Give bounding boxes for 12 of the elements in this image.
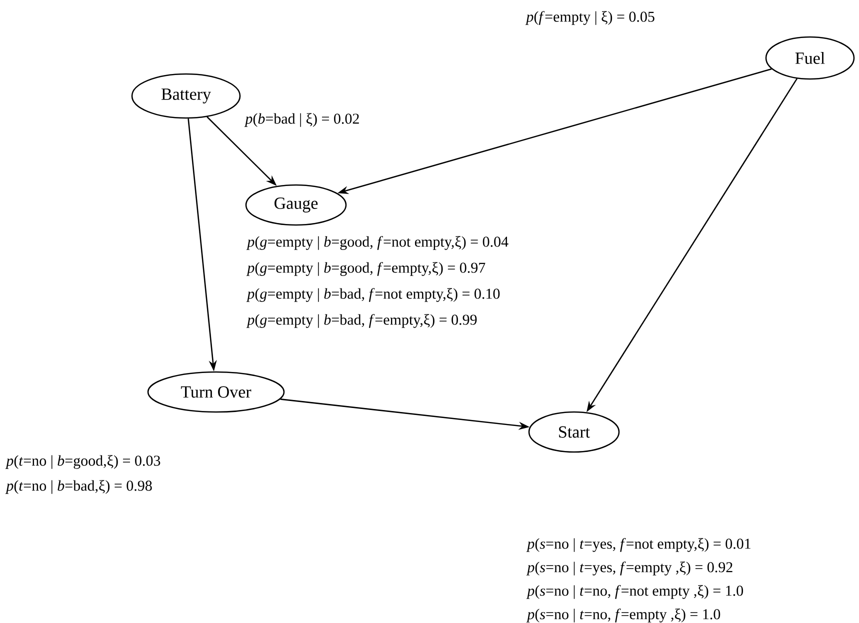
probability-text: p(s=no | t=no, f=not empty ,ξ) = 1.0 xyxy=(526,585,744,599)
probability-text: p(g=empty | b=good, f=empty,ξ) = 0.97 xyxy=(246,262,486,276)
probability-text: p(s=no | t=yes, f=empty ,ξ) = 0.92 xyxy=(526,562,732,576)
probability-text: p(b=bad | ξ) = 0.02 xyxy=(244,113,359,127)
probability-text: p(t=no | b=bad,ξ) = 0.98 xyxy=(5,480,152,494)
probability-text: p(g=empty | b=bad, f=empty,ξ) = 0.99 xyxy=(246,314,477,328)
probability-text: p(t=no | b=good,ξ) = 0.03 xyxy=(5,455,160,469)
probability-text: p(g=empty | b=good, f=not empty,ξ) = 0.04 xyxy=(246,236,508,250)
probability-text: p(s=no | t=yes, f=not empty,ξ) = 0.01 xyxy=(526,538,750,552)
probability-text: p(f=empty | ξ) = 0.05 xyxy=(525,11,654,25)
probability-text: p(s=no | t=no, f=empty ,ξ) = 1.0 xyxy=(526,608,720,622)
probability-text: p(g=empty | b=bad, f=not empty,ξ) = 0.10 xyxy=(246,288,500,302)
